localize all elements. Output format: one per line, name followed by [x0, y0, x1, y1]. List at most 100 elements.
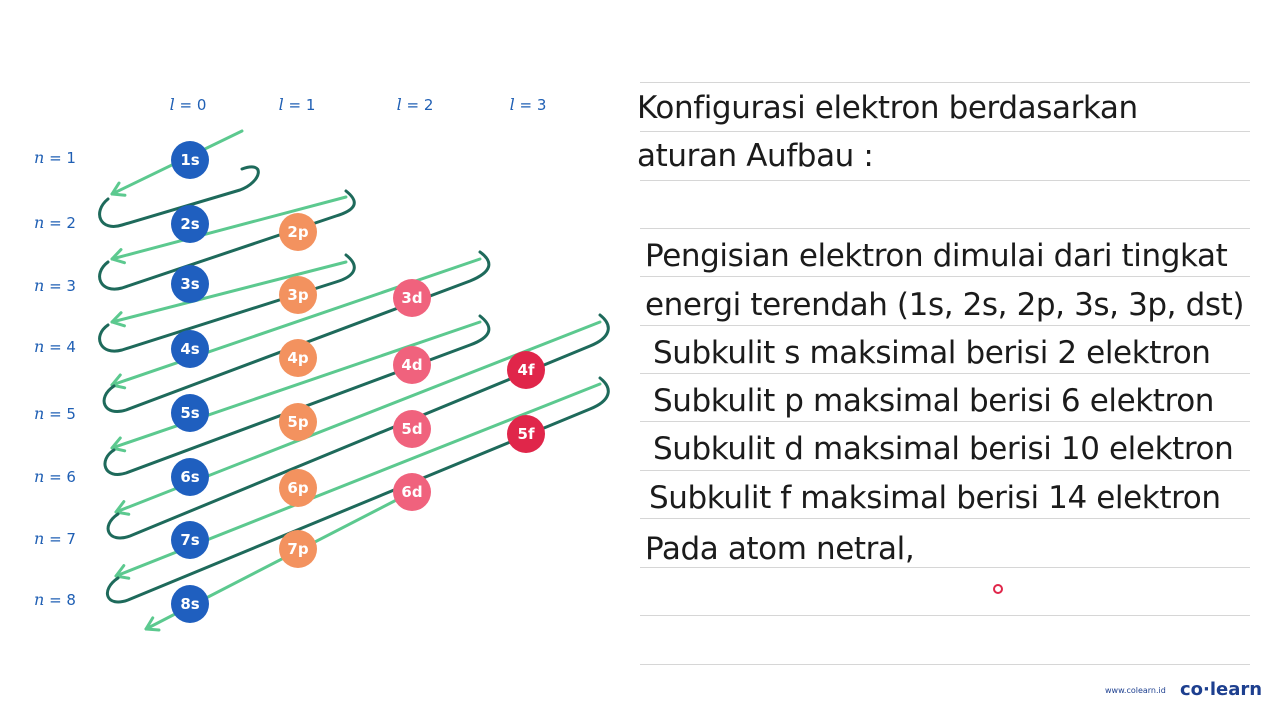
n-label: n = 5 [34, 404, 76, 423]
orbital-circle [171, 141, 209, 179]
notes-line: Subkulit f maksimal berisi 14 elektron [649, 480, 1221, 516]
n-label: n = 1 [34, 148, 76, 167]
orbital-circle [507, 351, 545, 389]
arrow-head-icon [144, 616, 161, 632]
notebook-rule [640, 518, 1250, 519]
notebook-rule [640, 180, 1250, 181]
orbital-label: 6d [401, 483, 422, 501]
n-label: n = 4 [34, 337, 76, 356]
orbital-5d: 5d [393, 410, 431, 448]
orbital-circle [393, 346, 431, 384]
orbital-4f: 4f [507, 351, 545, 389]
n-label: n = 3 [34, 276, 76, 295]
notebook-rule [640, 615, 1250, 616]
orbital-label: 4s [180, 340, 199, 358]
orbital-label: 5s [180, 404, 199, 422]
arrow-head-icon [114, 564, 131, 580]
orbital-5f: 5f [507, 415, 545, 453]
orbital-label: 7p [287, 540, 308, 558]
cursor-dot [993, 584, 1003, 594]
notebook-rule [640, 276, 1250, 277]
n-label: n = 7 [34, 529, 76, 548]
notes-line: Subkulit d maksimal berisi 10 elektron [653, 431, 1234, 467]
notes-line: Subkulit s maksimal berisi 2 elektron [653, 335, 1211, 371]
l-label: l = 1 [279, 95, 316, 114]
orbital-label: 4d [401, 356, 422, 374]
arrow-head-icon [110, 373, 127, 390]
orbital-label: 6s [180, 468, 199, 486]
arrow-head-icon [114, 500, 131, 516]
n-label: n = 6 [34, 467, 76, 486]
notes-title-line1: Konfigurasi elektron berdasarkan [637, 90, 1138, 126]
arrow-head-icon [110, 181, 127, 197]
arrow-head-icon [110, 248, 126, 265]
n-label: n = 2 [34, 213, 76, 232]
orbital-5p: 5p [279, 403, 317, 441]
orbital-circle [171, 458, 209, 496]
orbital-circle [279, 276, 317, 314]
notebook-rule [640, 325, 1250, 326]
l-label: l = 3 [510, 95, 547, 114]
orbital-7p: 7p [279, 530, 317, 568]
quantum-number-labels: l = 0 l = 1 l = 2 l = 3 n = 1 n = 2 n = 3 n = 4… [34, 95, 546, 609]
orbital-3p: 3p [279, 276, 317, 314]
orbital-4p: 4p [279, 339, 317, 377]
notebook-rule [640, 664, 1250, 665]
orbital-circle [279, 213, 317, 251]
orbital-label: 5p [287, 413, 308, 431]
orbital-label: 8s [180, 595, 199, 613]
notebook-rule [640, 421, 1250, 422]
brand-url: www.colearn.id [1105, 686, 1166, 695]
orbital-circle [171, 205, 209, 243]
l-label: l = 2 [397, 95, 434, 114]
arrow-head-icon [110, 436, 127, 453]
aufbau-arrow-line [110, 260, 348, 324]
notes-line: Subkulit p maksimal berisi 6 elektron [653, 383, 1215, 419]
orbital-circle [393, 473, 431, 511]
notebook-rule [640, 373, 1250, 374]
n-label: n = 8 [34, 590, 76, 609]
aufbau-arrow-line [110, 195, 348, 261]
orbital-4d: 4d [393, 346, 431, 384]
notes-line: Pengisian elektron dimulai dari tingkat [645, 238, 1228, 274]
orbital-circle [393, 279, 431, 317]
orbital-circle [171, 265, 209, 303]
notebook-rule [640, 228, 1250, 229]
orbital-circle [393, 410, 431, 448]
notebook-rule [640, 82, 1250, 83]
aufbau-connector-loop [106, 313, 610, 540]
orbital-6p: 6p [279, 469, 317, 507]
orbital-circle [279, 530, 317, 568]
orbital-4s: 4s [171, 330, 209, 368]
orbital-circle [171, 521, 209, 559]
aufbau-connector-loop [98, 253, 356, 353]
notes-title-line2: aturan Aufbau : [637, 138, 874, 174]
orbital-2s: 2s [171, 205, 209, 243]
notebook-rule [640, 131, 1250, 132]
orbital-label: 7s [180, 531, 199, 549]
orbital-3s: 3s [171, 265, 209, 303]
brand-logo: co·learn [1180, 679, 1263, 700]
orbital-label: 2s [180, 215, 199, 233]
orbital-7s: 7s [171, 521, 209, 559]
aufbau-connector-loop [102, 250, 491, 413]
orbital-label: 3p [287, 286, 308, 304]
notebook-rule [640, 470, 1250, 471]
notebook-rule [640, 567, 1250, 568]
orbital-8s: 8s [171, 585, 209, 623]
orbital-label: 4p [287, 349, 308, 367]
orbital-label: 6p [287, 479, 308, 497]
aufbau-connector-loop [98, 189, 356, 291]
orbital-label: 3s [180, 275, 199, 293]
orbital-6d: 6d [393, 473, 431, 511]
orbital-circle [279, 403, 317, 441]
orbital-circle [171, 585, 209, 623]
arrow-head-icon [110, 311, 126, 328]
orbital-label: 1s [180, 151, 199, 169]
orbital-label: 2p [287, 223, 308, 241]
orbital-circle [279, 469, 317, 507]
l-label: l = 0 [170, 95, 207, 114]
orbital-1s: 1s [171, 141, 209, 179]
orbital-label: 5f [518, 425, 535, 443]
